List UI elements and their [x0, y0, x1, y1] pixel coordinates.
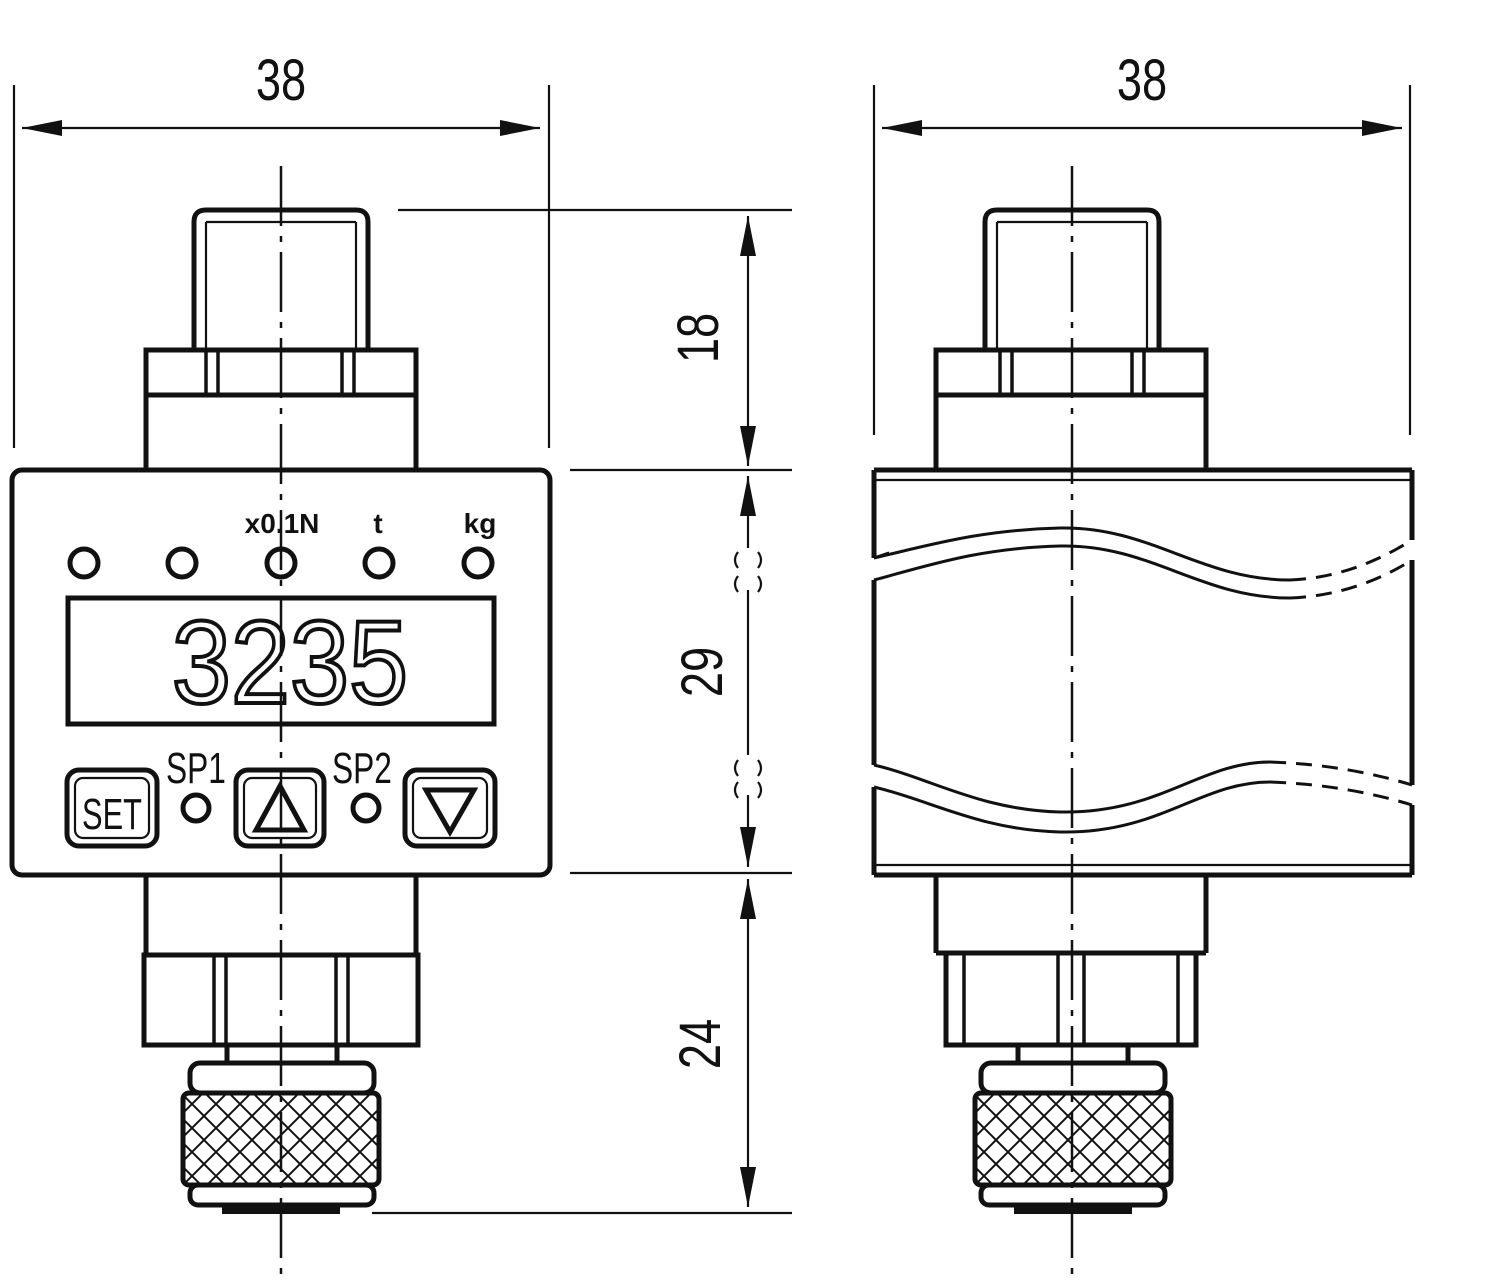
led-kilogram: [461, 546, 495, 580]
height-body-label: 29: [671, 647, 736, 697]
setpoint-led-1: [180, 792, 212, 824]
setpoint-led-2: [350, 792, 382, 824]
front-width-label: 38: [256, 49, 306, 114]
side-width-label: 38: [1117, 49, 1167, 114]
led-tonne: [362, 546, 396, 580]
unit-label-kilogram: kg: [464, 508, 497, 539]
display-reading: 3235: [172, 596, 408, 728]
height-bottom-label: 24: [669, 1019, 734, 1069]
unit-label-tonne: t: [373, 508, 382, 539]
down-arrow-icon: [421, 787, 479, 838]
height-top-label: 18: [667, 313, 732, 363]
down-button[interactable]: [402, 767, 498, 849]
front-lower-neck: [143, 875, 419, 955]
front-width-dimension: 38: [12, 49, 551, 448]
setpoint-label-2: SP2: [332, 744, 392, 793]
setpoint-label-1: SP1: [166, 744, 226, 793]
set-button-label: SET: [82, 791, 142, 840]
led-1: [67, 546, 101, 580]
side-view: 38: [871, 49, 1415, 1280]
side-housing: [871, 467, 1415, 878]
side-width-dimension: 38: [872, 49, 1412, 435]
up-arrow-icon: [251, 780, 309, 833]
set-button[interactable]: SET: [64, 767, 160, 849]
vertical-dimensions: 18 29 24: [372, 208, 792, 1215]
front-view: 38 x0.1N t kg: [9, 49, 553, 1280]
led-2: [165, 546, 199, 580]
side-break-lines: [873, 526, 1413, 834]
